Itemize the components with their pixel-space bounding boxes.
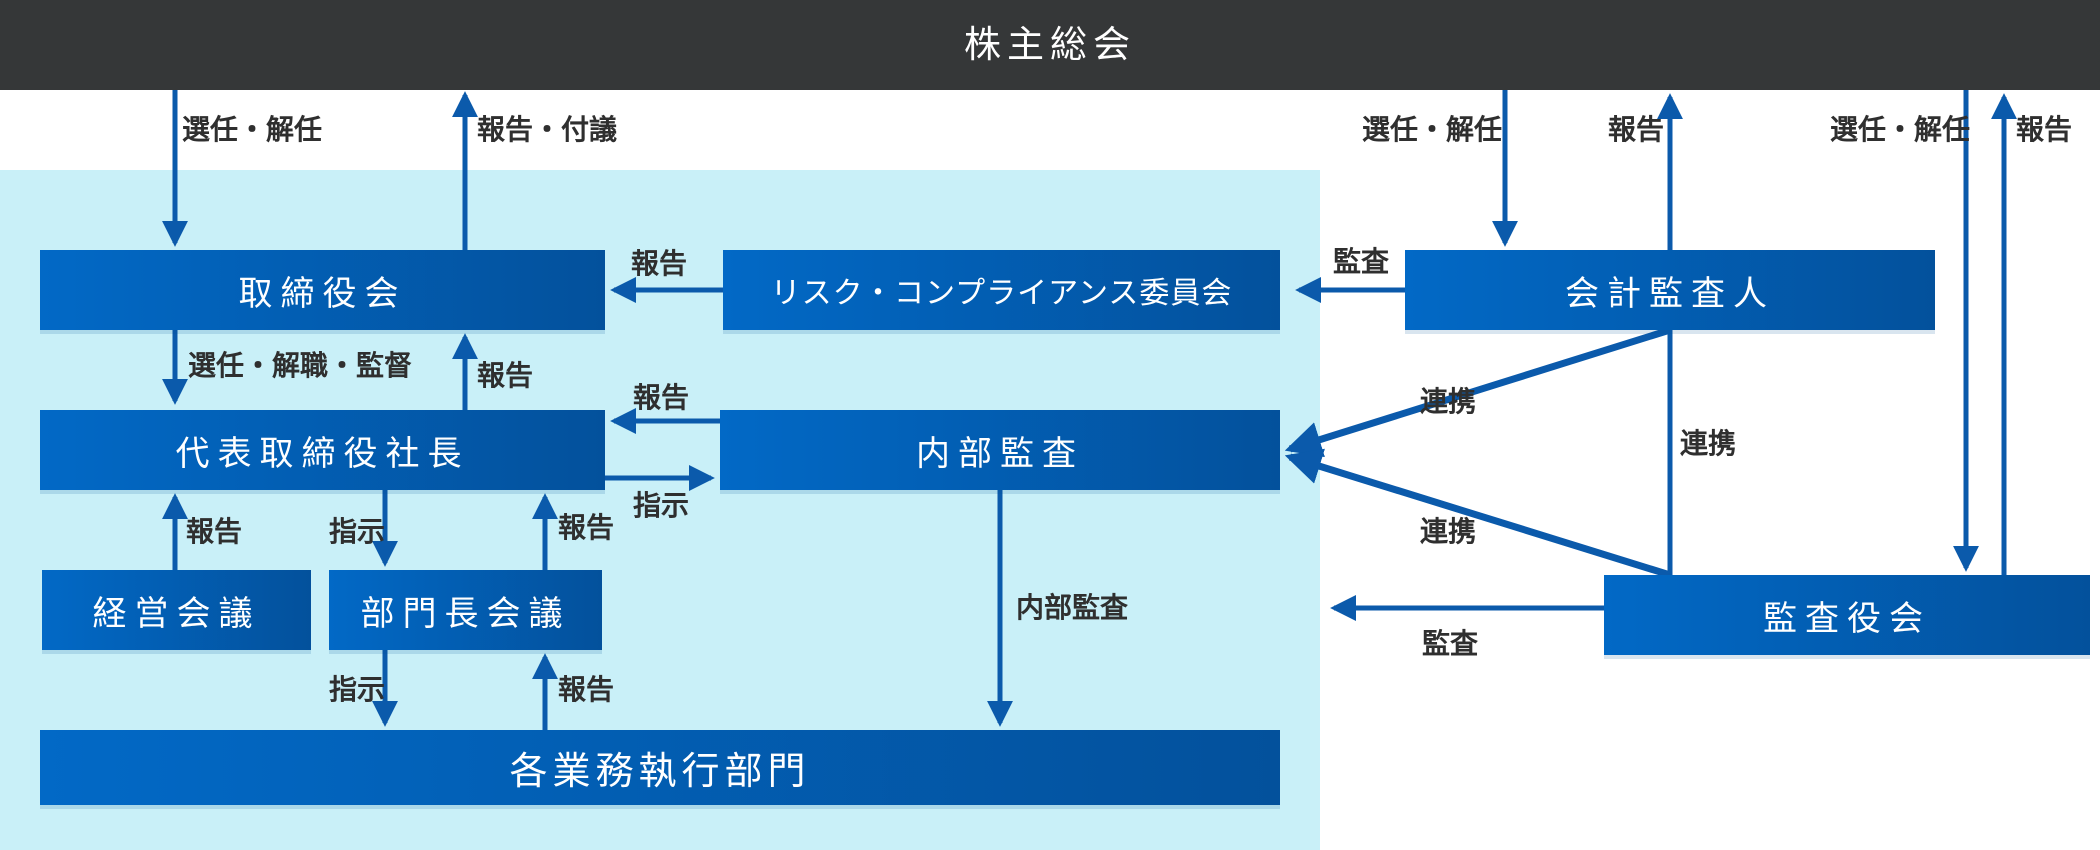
flow-label: 報告 xyxy=(558,673,615,706)
flow-label: 報告 xyxy=(1608,113,1665,146)
flow-label: 選任・解任 xyxy=(1362,113,1503,146)
flow-label: 内部監査 xyxy=(1016,591,1129,624)
flow-label: 報告 xyxy=(631,247,688,280)
flow-label: 報告 xyxy=(186,515,243,548)
flow-label: 選任・解任 xyxy=(1830,113,1971,146)
flow-label: 指示 xyxy=(329,673,386,706)
flow-label: 選任・解職・監督 xyxy=(188,349,413,382)
flow-label: 選任・解任 xyxy=(182,113,323,146)
flow-label: 報告 xyxy=(477,359,534,392)
box-board-of-directors: 取締役会 xyxy=(40,250,605,330)
flow-label: 指示 xyxy=(633,489,690,522)
flow-label: 報告 xyxy=(633,381,690,414)
flow-label: 報告・付議 xyxy=(477,113,618,146)
box-internal-audit: 内部監査 xyxy=(720,410,1280,490)
flow-label: 監査 xyxy=(1333,245,1390,278)
flow-label: 連携 xyxy=(1680,427,1737,460)
arrow xyxy=(1284,326,1672,458)
flow-label: 連携 xyxy=(1420,515,1477,548)
flow-label: 連携 xyxy=(1420,385,1477,418)
box-president: 代表取締役社長 xyxy=(40,410,605,490)
flow-label: 報告 xyxy=(558,511,615,544)
arrow xyxy=(1284,448,1672,579)
flow-label: 報告 xyxy=(2016,113,2073,146)
box-accounting-auditor: 会計監査人 xyxy=(1405,250,1935,330)
box-management-meeting: 経営会議 xyxy=(42,570,311,650)
box-executive-departments: 各業務執行部門 xyxy=(40,730,1280,805)
flow-label: 監査 xyxy=(1422,627,1479,660)
shareholders-meeting-bar: 株主総会 xyxy=(0,0,2100,90)
box-audit-and-supervisory-board: 監査役会 xyxy=(1604,575,2090,655)
shareholders-meeting-label: 株主総会 xyxy=(964,23,1136,66)
flow-label: 指示 xyxy=(329,515,386,548)
box-risk-compliance-committee: リスク・コンプライアンス委員会 xyxy=(723,250,1280,330)
box-division-heads-meeting: 部門長会議 xyxy=(329,570,602,650)
